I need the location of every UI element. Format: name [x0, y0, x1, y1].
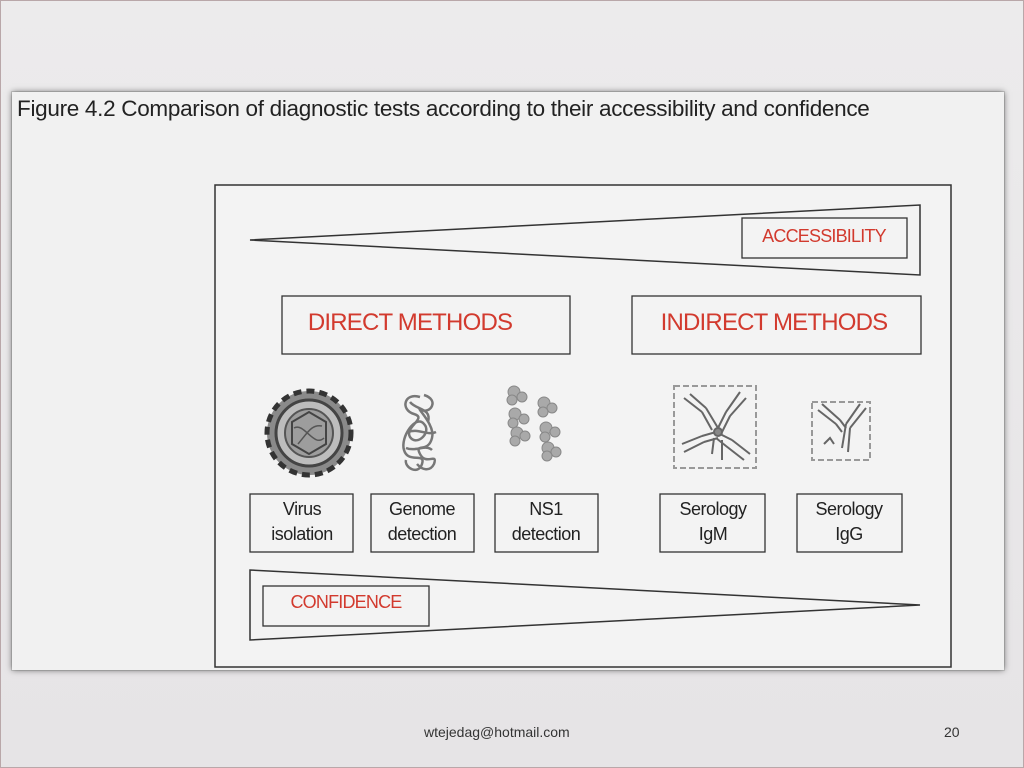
direct-methods-box	[281, 295, 571, 355]
confidence-wedge	[249, 569, 921, 641]
test-line2: isolation	[271, 524, 333, 544]
page-number: 20	[944, 724, 960, 740]
test-box-serology-igg: Serology IgG	[796, 493, 903, 553]
test-line1: NS1	[529, 499, 563, 519]
test-line1: Serology	[815, 499, 883, 519]
direct-methods-label: DIRECT METHODS	[308, 309, 512, 336]
test-line2: IgG	[835, 524, 863, 544]
footer-email: wtejedag@hotmail.com	[424, 724, 570, 740]
accessibility-label: ACCESSIBILITY	[762, 226, 886, 246]
confidence-box	[262, 585, 430, 627]
figure-caption: Figure 4.2 Comparison of diagnostic test…	[17, 96, 870, 121]
test-line2: detection	[512, 524, 581, 544]
confidence-label: CONFIDENCE	[290, 592, 402, 612]
serology-igm-icon	[673, 385, 757, 469]
indirect-methods-box	[631, 295, 922, 355]
accessibility-box	[741, 217, 908, 259]
diagnostic-diagram: ACCESSIBILITY DIRECT METHODS INDIRECT ME…	[214, 184, 952, 668]
figure-image: Figure 4.2 Comparison of diagnostic test…	[12, 92, 1004, 670]
ns1-icon	[506, 385, 562, 462]
test-line1: Genome	[389, 499, 456, 519]
test-box-ns1-detection: NS1 detection	[494, 493, 599, 553]
test-line1: Virus	[283, 499, 322, 519]
accessibility-wedge	[249, 204, 921, 276]
test-box-genome-detection: Genome detection	[370, 493, 475, 553]
test-box-virus-isolation: Virus isolation	[249, 493, 354, 553]
test-box-serology-igm: Serology IgM	[659, 493, 766, 553]
serology-igg-icon	[811, 401, 871, 461]
test-line2: detection	[388, 524, 457, 544]
genome-icon	[402, 393, 437, 472]
test-line2: IgM	[699, 524, 728, 544]
virus-icon	[264, 388, 354, 478]
test-line1: Serology	[679, 499, 747, 519]
indirect-methods-label: INDIRECT METHODS	[661, 309, 888, 336]
